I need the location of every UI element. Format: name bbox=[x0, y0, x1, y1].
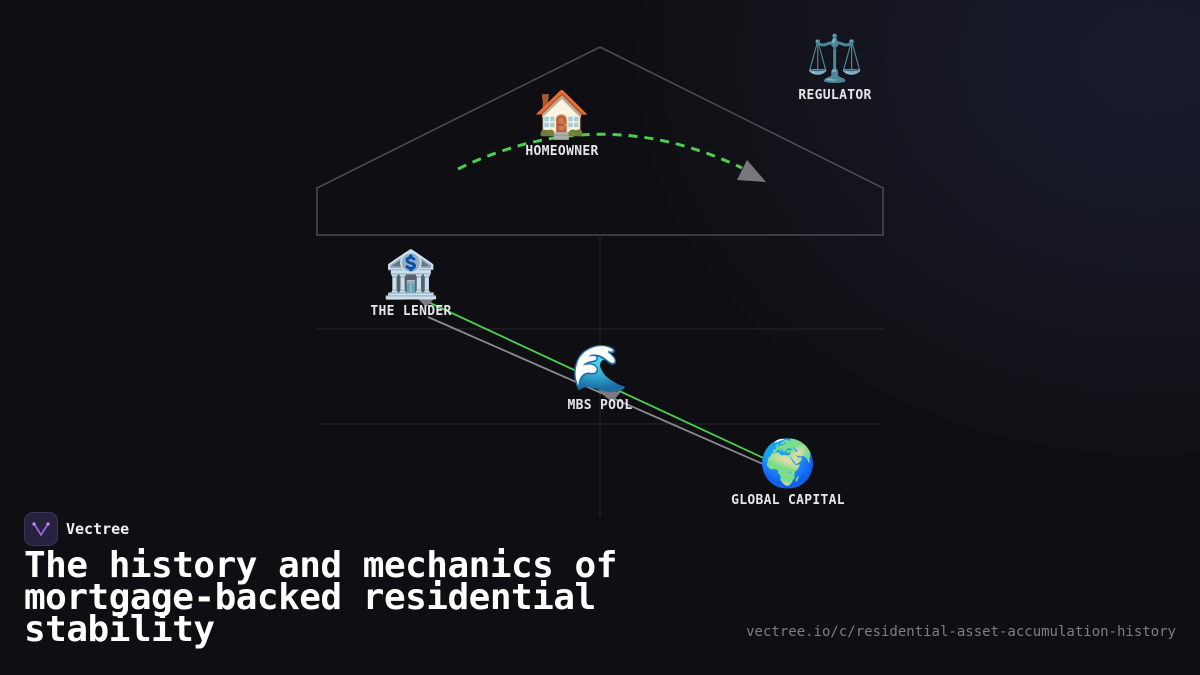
source-url[interactable]: vectree.io/c/residential-asset-accumulat… bbox=[746, 624, 1176, 640]
vectree-logo-icon bbox=[24, 512, 58, 546]
capital-flow-line bbox=[427, 301, 773, 463]
brand-name: Vectree bbox=[66, 520, 130, 538]
scales-icon: ⚖️ bbox=[806, 31, 864, 85]
homeowner-to-regulator-arc bbox=[457, 132, 743, 171]
pool-arrowhead bbox=[597, 390, 621, 402]
globe-icon: 🌍 bbox=[759, 436, 817, 490]
wave-icon: 🌊 bbox=[571, 341, 629, 395]
node-label: MBS POOL bbox=[567, 398, 633, 413]
node-label: THE LENDER bbox=[370, 304, 452, 319]
node-homeowner: 🏠 HOMEOWNER bbox=[525, 88, 598, 159]
house-icon: 🏠 bbox=[533, 87, 591, 141]
node-label: REGULATOR bbox=[798, 88, 872, 103]
page-title: The history and mechanics of mortgage-ba… bbox=[24, 545, 617, 650]
bank-icon: 🏦 bbox=[382, 247, 440, 301]
brand: Vectree bbox=[24, 512, 129, 546]
return-flow-line bbox=[427, 316, 773, 469]
lender-arrowhead bbox=[414, 295, 436, 307]
arc-arrowhead bbox=[737, 160, 766, 182]
pool-arrowhead-incoming bbox=[580, 370, 600, 386]
node-label: GLOBAL CAPITAL bbox=[731, 493, 845, 508]
node-mbs-pool: 🌊 MBS POOL bbox=[567, 342, 632, 413]
house-roof-frame bbox=[316, 46, 884, 236]
node-lender: 🏦 THE LENDER bbox=[370, 248, 451, 319]
node-label: HOMEOWNER bbox=[525, 144, 599, 159]
node-regulator: ⚖️ REGULATOR bbox=[798, 32, 871, 103]
node-global-capital: 🌍 GLOBAL CAPITAL bbox=[731, 437, 845, 508]
